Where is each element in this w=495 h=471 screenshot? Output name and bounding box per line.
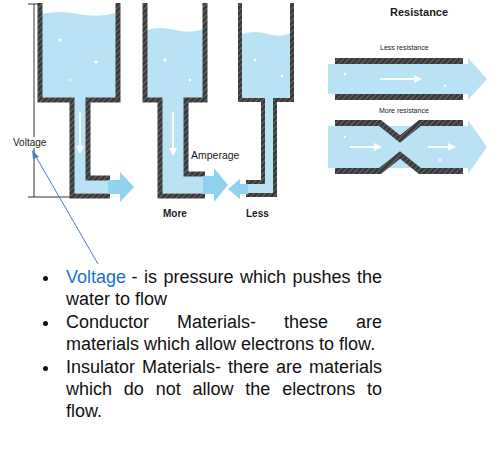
bullet-item: Conductor Materials- these are materials… xyxy=(60,311,382,355)
voltage-bracket xyxy=(28,4,72,197)
quantity-label: Amperage xyxy=(191,150,239,162)
leader-line xyxy=(32,150,98,264)
pipe-label: Less resistance xyxy=(380,44,429,52)
bullet-list: Voltage- is pressure which pushes the wa… xyxy=(38,266,382,423)
pipe-more-resistance xyxy=(328,120,487,174)
tank-high xyxy=(40,3,134,202)
term-highlight: Voltage xyxy=(66,267,126,287)
comparison-label: More xyxy=(163,208,187,219)
pipe-less-resistance xyxy=(328,58,487,100)
bullet-text: Insulator Materials- there are materials… xyxy=(66,357,382,421)
pipe-label: More resistance xyxy=(379,107,429,115)
bullet-item: Voltage- is pressure which pushes the wa… xyxy=(60,266,382,310)
dimension-label: Voltage xyxy=(12,137,47,148)
section-heading: Resistance xyxy=(390,6,448,18)
comparison-label: Less xyxy=(246,208,269,219)
bullet-item: Insulator Materials- there are materials… xyxy=(60,356,382,422)
tank-narrow-pipe xyxy=(228,3,292,199)
tank-wide-pipe xyxy=(145,3,228,202)
bullet-text: Conductor Materials- these are materials… xyxy=(66,312,382,354)
